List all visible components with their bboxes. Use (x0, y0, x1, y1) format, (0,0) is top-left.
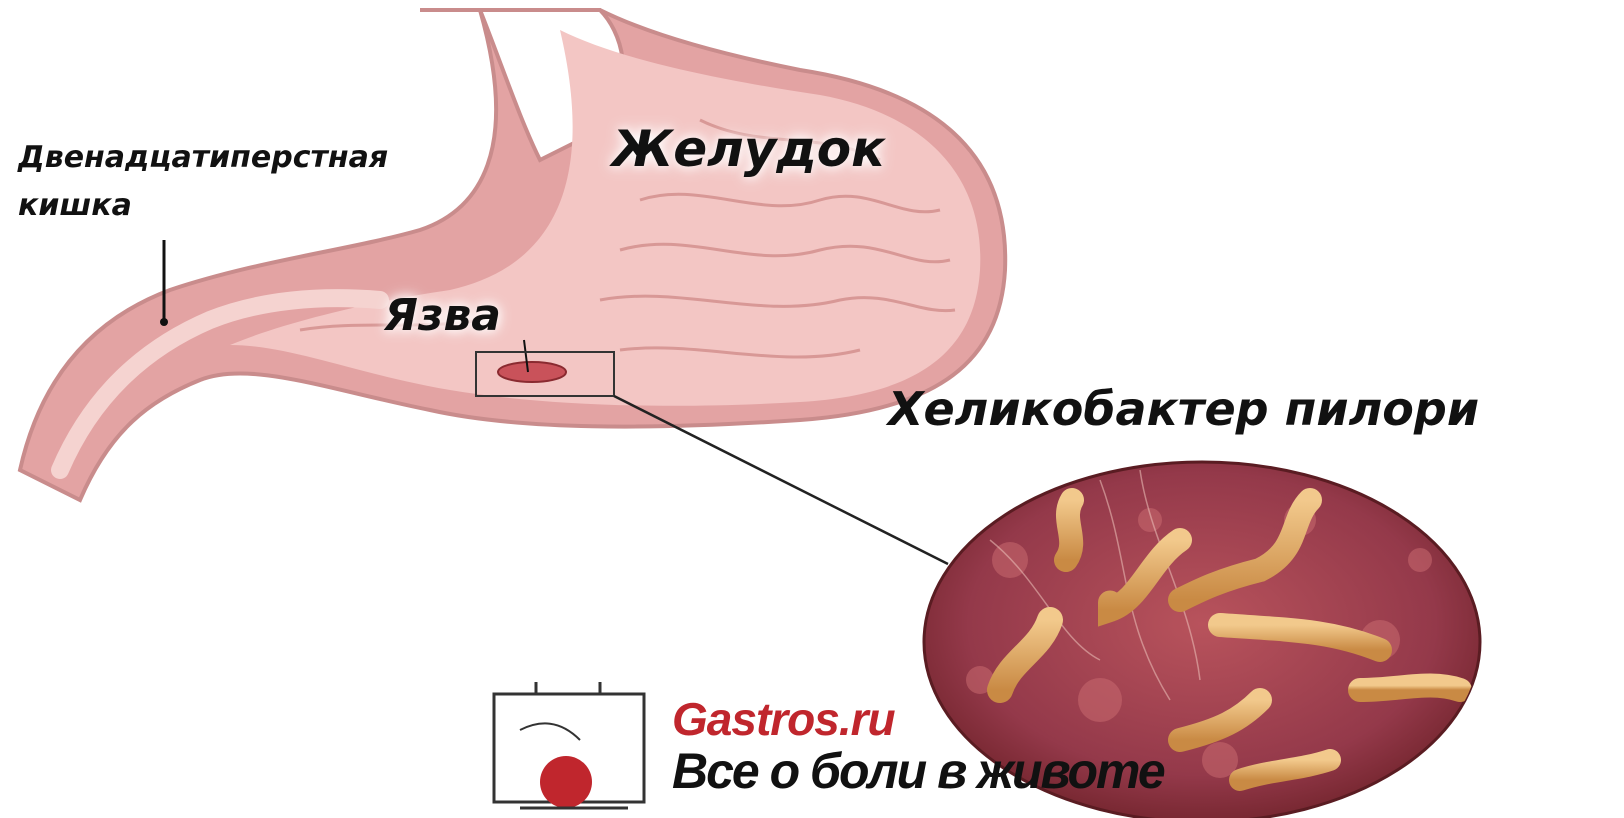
stomach-label: Желудок (612, 120, 885, 178)
brand-site-name: Gastros.ru (672, 692, 895, 746)
duodenum-label-line1: Двенадцатиперстная (18, 140, 388, 175)
duodenum-label-line2: кишка (18, 188, 132, 223)
ulcer-spot (498, 362, 566, 382)
ulcer-label: Язва (384, 290, 501, 341)
brand-logo (494, 682, 644, 808)
brand-slogan: Все о боли в животе (672, 742, 1164, 800)
bacteria-label: Хеликобактер пилори (888, 382, 1479, 436)
